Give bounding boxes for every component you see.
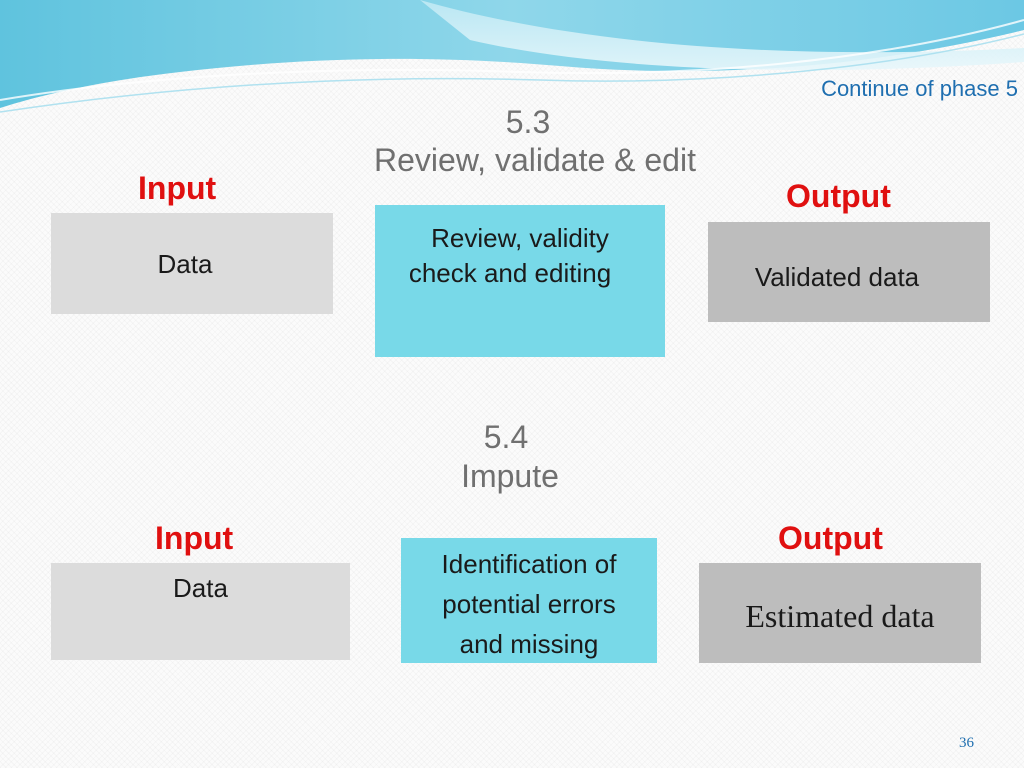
page-number: 36 xyxy=(959,735,974,751)
section-5-4-process-line-3: and missing xyxy=(459,629,599,659)
continue-label: Continue of phase 5 xyxy=(821,76,1018,101)
section-5-4-input-value: Data xyxy=(173,573,228,603)
section-5-4-process-box: Identification of potential errors and m… xyxy=(401,538,657,663)
section-5-4-title: Impute xyxy=(461,458,559,494)
section-5-3-input-value: Data xyxy=(157,249,213,279)
section-5-4-input-box: Data xyxy=(51,563,350,660)
header-wave-decoration xyxy=(0,0,1024,113)
section-5-3-process-box: Review, validity check and editing xyxy=(375,205,665,357)
section-5-4-process-line-1: Identification of xyxy=(441,549,617,579)
section-5-3-output-value: Validated data xyxy=(754,262,920,292)
section-5-3-process-line-1: Review, validity xyxy=(431,223,609,253)
section-5-4-output-label: Output xyxy=(778,520,883,556)
section-5-3-input-box: Data xyxy=(51,213,333,314)
section-5-4-number: 5.4 xyxy=(483,419,529,455)
section-5-4-input-label: Input xyxy=(155,520,234,556)
section-5-3-number: 5.3 xyxy=(505,104,551,140)
section-5-3-output-label: Output xyxy=(786,178,891,214)
section-5-4-output-value: Estimated data xyxy=(745,598,935,634)
section-5-3-input-label: Input xyxy=(138,170,217,206)
section-5-3-output-box: Validated data xyxy=(708,222,990,322)
section-5-4-output-box: Estimated data xyxy=(699,563,981,663)
section-5-4-process-line-2: potential errors xyxy=(442,589,616,619)
section-5-3-process-line-2: check and editing xyxy=(408,258,612,289)
section-5-3-title: Review, validate & edit xyxy=(374,142,696,178)
